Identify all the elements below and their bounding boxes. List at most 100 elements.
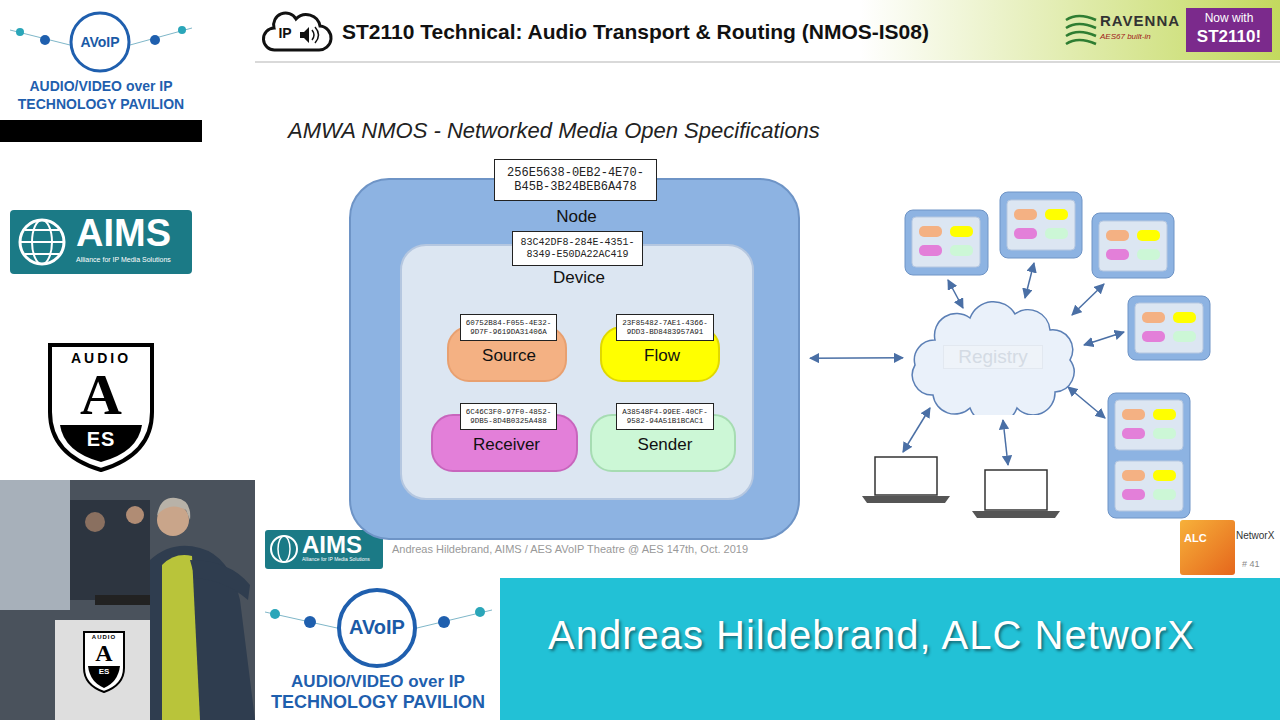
logo-text: AIMS bbox=[302, 531, 382, 559]
flow-box: 23F85482-7AE1-4366-9DD3-BD8483957A91Flow bbox=[600, 326, 720, 382]
sender-box: A38548F4-99EE-40CF-9582-94A51B1BCAC1Send… bbox=[590, 414, 736, 472]
header-rule bbox=[255, 61, 1280, 63]
device-panel bbox=[1099, 221, 1167, 271]
page-number: # 41 bbox=[1242, 559, 1278, 569]
badge bbox=[1186, 8, 1272, 52]
shirt bbox=[162, 555, 200, 720]
box-label: Device bbox=[402, 267, 756, 289]
globe-icon bbox=[20, 230, 64, 254]
speaker-name: Andreas Hildebrand, ALC NetworX bbox=[548, 612, 1278, 658]
laptop bbox=[95, 595, 155, 605]
black-bar bbox=[0, 120, 202, 142]
footer-text: Andreas Hildebrand, AIMS / AES AVoIP The… bbox=[392, 543, 812, 556]
link-arrow bbox=[1003, 420, 1008, 465]
brand-name: RAVENNA bbox=[1100, 12, 1186, 29]
device-panel bbox=[1135, 303, 1203, 353]
device-panel bbox=[912, 217, 980, 267]
video-frame bbox=[0, 480, 255, 720]
registry-cloud: Registry bbox=[905, 300, 1080, 415]
logo-letter: A bbox=[78, 640, 130, 668]
logo-tagline: Alliance for IP Media Solutions bbox=[76, 256, 192, 264]
logo-text: AVoIP bbox=[337, 616, 417, 639]
network-dot bbox=[178, 26, 186, 34]
logo-text: AVoIP bbox=[70, 34, 130, 50]
sound-waves bbox=[312, 27, 319, 43]
aims-logo bbox=[265, 530, 383, 569]
logo-text: TECHNOLOGY PAVILION bbox=[257, 692, 499, 713]
box-label: Source bbox=[449, 345, 569, 367]
uuid-tag: 6C46C3F0-97F0-4852-9DB5-8D4B0325A488 bbox=[460, 403, 557, 430]
link-arrow bbox=[1072, 284, 1104, 315]
logo-text: AUDIO/VIDEO over IP bbox=[257, 672, 499, 692]
podium bbox=[55, 620, 153, 720]
hair bbox=[157, 498, 190, 520]
slide-subtitle: AMWA NMOS - Networked Media Open Specifi… bbox=[288, 118, 988, 143]
logo-text: NetworX bbox=[1236, 530, 1280, 542]
source-box: 60752B84-F055-4E32-9D7F-9619DA31406ASour… bbox=[447, 326, 567, 382]
link-arrow bbox=[903, 408, 930, 452]
aims-logo bbox=[10, 210, 192, 274]
box-label: Sender bbox=[592, 434, 738, 456]
device-panel bbox=[1007, 200, 1075, 250]
logo-text: TECHNOLOGY PAVILION bbox=[0, 96, 202, 112]
cloud-shape bbox=[912, 302, 1074, 415]
network-dot bbox=[150, 35, 160, 45]
box-label: Flow bbox=[602, 345, 722, 367]
laptop-base bbox=[972, 511, 1060, 518]
device-icon bbox=[1000, 192, 1082, 258]
logo-tagline: Alliance for IP Media Solutions bbox=[302, 557, 382, 563]
device-icon bbox=[905, 210, 988, 275]
globe-icon bbox=[278, 536, 290, 562]
box-label: Node bbox=[351, 206, 802, 228]
brand-tagline: AES67 built-in bbox=[1100, 32, 1186, 41]
device-icon bbox=[1108, 393, 1190, 518]
network-dot bbox=[16, 28, 24, 36]
logo-text: ES bbox=[78, 667, 130, 676]
uuid-tag: 83C42DF8-284E-4351-8349-E50DA22AC419 bbox=[512, 231, 643, 266]
logo-text: ALC bbox=[1184, 532, 1228, 545]
arm bbox=[190, 560, 250, 600]
logo-text: AUDIO/VIDEO over IP bbox=[0, 78, 202, 94]
globe-icon bbox=[20, 220, 64, 264]
network-dot bbox=[40, 35, 50, 45]
ravenna-icon bbox=[1066, 16, 1096, 44]
speaker-icon bbox=[300, 27, 309, 43]
receiver-box: 6C46C3F0-97F0-4852-9DB5-8D4B0325A488Rece… bbox=[431, 414, 578, 472]
booth-wall bbox=[0, 480, 70, 610]
logo-text: ES bbox=[50, 428, 152, 451]
uuid-tag: 60752B84-F055-4E32-9D7F-9619DA31406A bbox=[460, 314, 557, 341]
globe-icon bbox=[271, 536, 297, 562]
network-dot bbox=[475, 607, 485, 617]
box-label: Registry bbox=[943, 345, 1043, 369]
logo-text: AUDIO bbox=[78, 634, 130, 641]
uuid-tag: 23F85482-7AE1-4366-9DD3-BD8483957A91 bbox=[616, 314, 714, 341]
badge-text: Now with bbox=[1186, 12, 1272, 26]
uuid-tag: A38548F4-99EE-40CF-9582-94A51B1BCAC1 bbox=[616, 403, 714, 430]
uuid-tag: 256E5638-0EB2-4E70-B45B-3B24BEB6A478 bbox=[494, 159, 657, 201]
box-label: Receiver bbox=[433, 434, 580, 456]
jacket bbox=[150, 546, 255, 720]
device-box: 83C42DF8-284E-4351-8349-E50DA22AC419Devi… bbox=[400, 244, 754, 500]
connector-arrow bbox=[810, 357, 903, 359]
aes-shield bbox=[50, 345, 152, 470]
node-box: 256E5638-0EB2-4E70-B45B-3B24BEB6A478Node… bbox=[349, 178, 800, 540]
link-arrow bbox=[1084, 332, 1124, 345]
device-panel bbox=[1115, 400, 1183, 450]
logo-text: AIMS bbox=[76, 212, 192, 256]
slide-title: ST2110 Technical: Audio Transport & Rout… bbox=[342, 20, 1042, 44]
laptop-base bbox=[862, 496, 950, 503]
device-panel bbox=[1115, 461, 1183, 511]
badge-text: ST2110! bbox=[1186, 27, 1272, 47]
logo-letter: A bbox=[50, 362, 152, 429]
laptop-screen bbox=[875, 457, 937, 495]
network-dot bbox=[304, 616, 316, 628]
crowd bbox=[70, 500, 150, 600]
person-head bbox=[126, 506, 144, 524]
device-icon bbox=[1128, 296, 1210, 360]
lower-third-band bbox=[500, 578, 1280, 720]
person-head bbox=[85, 512, 105, 532]
link-arrow bbox=[1025, 263, 1034, 298]
